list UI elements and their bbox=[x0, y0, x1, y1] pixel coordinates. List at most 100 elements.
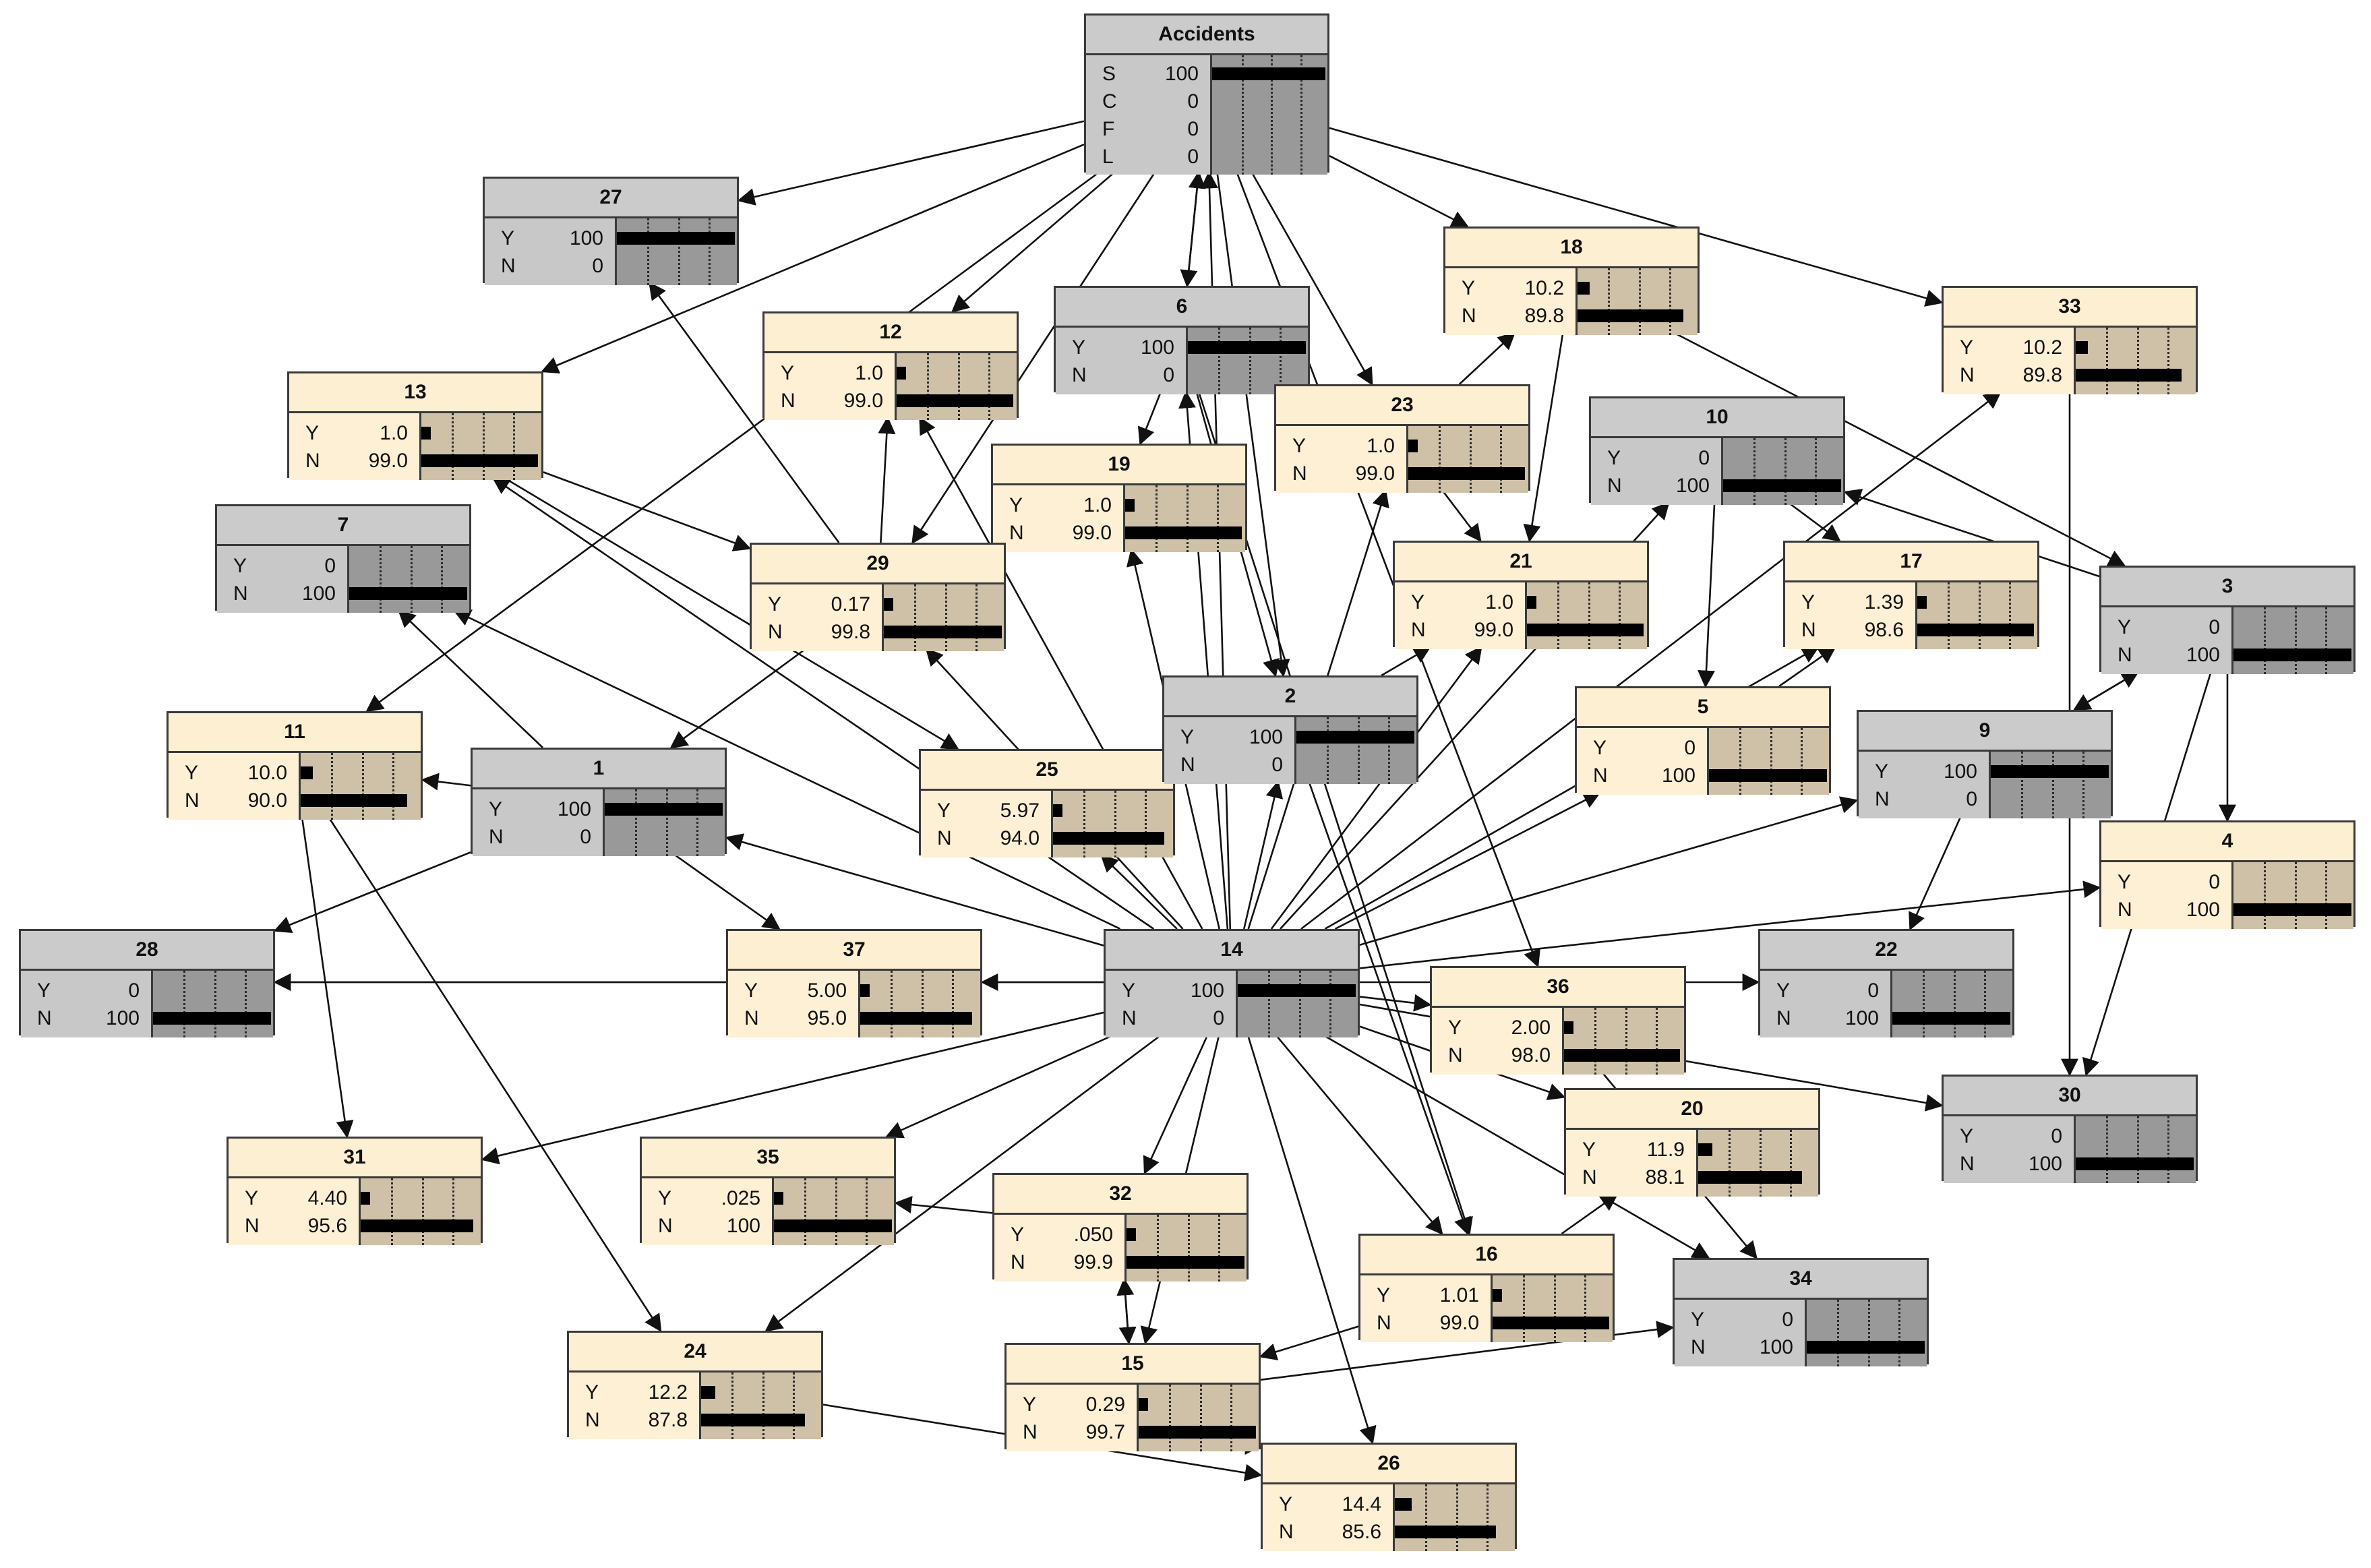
bar-area bbox=[897, 353, 1017, 420]
bar-gridline bbox=[2295, 862, 2297, 929]
probability-bar bbox=[2076, 1122, 2198, 1150]
bar-divider bbox=[1186, 328, 1188, 394]
probability-bar-fill bbox=[1578, 309, 1683, 322]
state-probability: 0.29 bbox=[1085, 1393, 1125, 1416]
bar-gridline bbox=[1230, 1385, 1232, 1451]
edge-11-to-24 bbox=[328, 817, 662, 1333]
state-label: N bbox=[1180, 754, 1195, 776]
state-probability: 87.8 bbox=[648, 1409, 688, 1431]
edge-16-to-20 bbox=[1561, 1193, 1619, 1235]
probability-bar bbox=[1053, 824, 1175, 852]
probability-bar-fill bbox=[884, 626, 1002, 638]
state-probability: 100 bbox=[1675, 475, 1710, 497]
state-label: N bbox=[185, 789, 200, 812]
bar-divider bbox=[1525, 582, 1527, 649]
bar-area bbox=[1564, 1008, 1684, 1075]
bar-area bbox=[1125, 485, 1245, 552]
bar-gridline bbox=[1271, 55, 1273, 175]
state-label: Y bbox=[1279, 1493, 1293, 1515]
probability-bar-fill bbox=[1698, 1143, 1712, 1156]
probability-bar-fill bbox=[361, 1219, 473, 1232]
node-title: 12 bbox=[764, 313, 1017, 353]
bar-gridline bbox=[1218, 328, 1220, 394]
state-probability: 100 bbox=[1190, 979, 1224, 1002]
edge-14-to-26 bbox=[1247, 1035, 1377, 1445]
bar-divider bbox=[359, 1178, 361, 1245]
state-label: Y bbox=[489, 798, 503, 820]
state-label: N bbox=[1960, 1153, 1975, 1175]
edge-10-to-5 bbox=[1698, 502, 1716, 688]
bar-gridline bbox=[1157, 1215, 1159, 1281]
bar-gridline bbox=[1456, 1484, 1458, 1551]
state-probability: .025 bbox=[721, 1187, 760, 1209]
state-probability: 100 bbox=[1661, 764, 1695, 787]
probability-bar-fill bbox=[2076, 1157, 2194, 1170]
state-probability: 0 bbox=[1271, 754, 1283, 776]
bar-area bbox=[1408, 426, 1528, 493]
state-label: N bbox=[1011, 1251, 1025, 1273]
probability-bar-fill bbox=[1807, 1341, 1925, 1354]
bar-gridline bbox=[1554, 1275, 1556, 1342]
bar-area bbox=[2076, 328, 2196, 394]
state-label: N bbox=[1009, 522, 1024, 544]
state-probability: 1.0 bbox=[1083, 494, 1112, 516]
bar-gridline bbox=[2082, 752, 2084, 818]
state-probability: 2.00 bbox=[1511, 1017, 1551, 1039]
state-probability: 0 bbox=[1213, 1007, 1224, 1029]
bar-divider bbox=[1805, 1300, 1807, 1366]
state-label: Y bbox=[744, 979, 758, 1002]
probability-bar-fill bbox=[1527, 596, 1536, 609]
edge-14-to-36 bbox=[1359, 994, 1432, 1012]
bar-divider bbox=[603, 789, 605, 856]
bar-gridline bbox=[1329, 971, 1331, 1037]
state-probability: 100 bbox=[2186, 899, 2220, 921]
bar-gridline bbox=[2021, 752, 2023, 818]
node-title: 34 bbox=[1675, 1260, 1927, 1300]
probability-bar-fill bbox=[421, 427, 431, 440]
bar-divider bbox=[1051, 791, 1053, 857]
